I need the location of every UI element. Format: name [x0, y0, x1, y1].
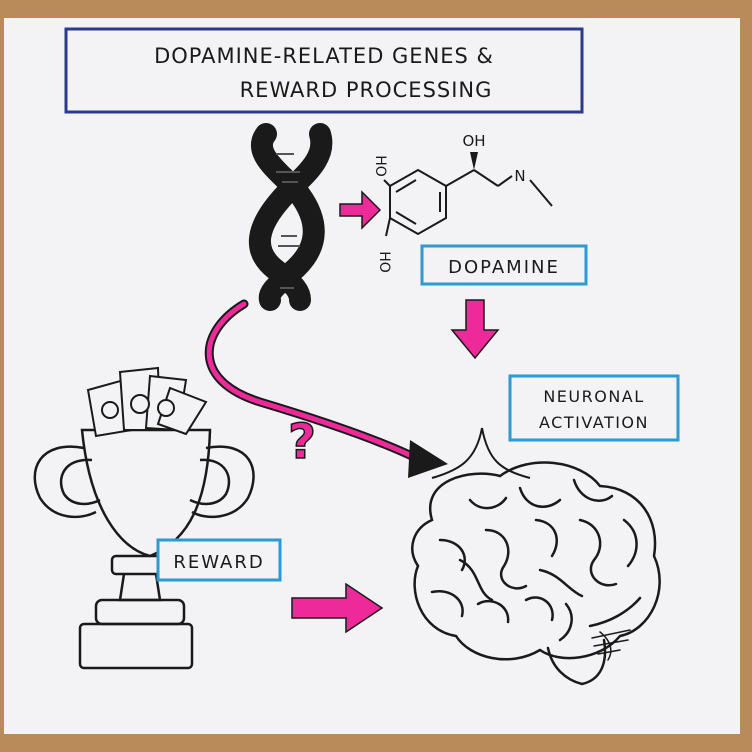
- ho-lower-label: HO: [376, 251, 392, 273]
- curved-arrow: [204, 299, 448, 478]
- arrow-icon-reward-to-brain: [291, 582, 384, 634]
- question-mark: ?: [288, 414, 316, 470]
- title-line-1: DOPAMINE-RELATED GENES &: [154, 44, 494, 68]
- n-atom-label: N: [514, 167, 525, 185]
- oh-label: OH: [462, 132, 485, 150]
- title-box: DOPAMINE-RELATED GENES & REWARD PROCESSI…: [64, 27, 584, 114]
- arrow-icon-down: [450, 299, 500, 360]
- neuronal-label-line-2: ACTIVATION: [539, 413, 649, 432]
- reward-label-box: REWARD: [156, 538, 282, 582]
- title-line-2: REWARD PROCESSING: [240, 78, 493, 102]
- reward-label: REWARD: [173, 552, 264, 573]
- dopamine-label-box: DOPAMINE: [420, 244, 588, 286]
- arrow-icon-dna-to-dopamine: [339, 190, 382, 230]
- money-icon: [86, 366, 208, 438]
- neuronal-label-line-1: NEURONAL: [543, 387, 644, 406]
- dna-icon: [248, 123, 333, 311]
- neuronal-activation-box: NEURONAL ACTIVATION: [508, 374, 680, 442]
- brain-icon: [411, 461, 661, 686]
- trophy-icon: [33, 428, 255, 670]
- dopamine-label: DOPAMINE: [448, 257, 560, 278]
- dopamine-molecule: OH N HO HO: [372, 132, 553, 273]
- ho-upper-label: HO: [372, 155, 388, 177]
